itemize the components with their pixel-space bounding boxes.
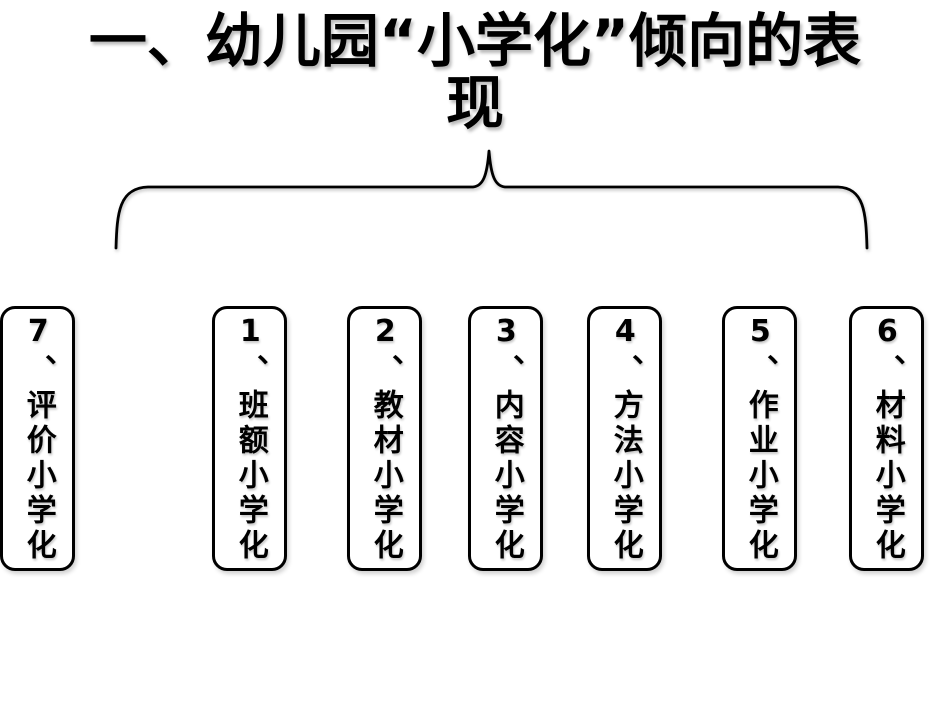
- item-box-4-label: 4、方法小学化: [607, 314, 643, 564]
- title-line-2: 现: [445, 69, 504, 137]
- slide-title: 一、幼儿园“小学化”倾向的表 现: [0, 10, 950, 134]
- item-box-6-label: 6、材料小学化: [869, 314, 905, 564]
- item-box-3-label: 3、内容小学化: [488, 314, 524, 564]
- item-box-2: 2、教材小学化: [347, 306, 422, 571]
- item-box-5: 5、作业小学化: [722, 306, 797, 571]
- item-box-6: 6、材料小学化: [849, 306, 924, 571]
- curly-brace-path: [114, 149, 869, 250]
- item-box-1: 1、班额小学化: [212, 306, 287, 571]
- item-box-1-label: 1、班额小学化: [232, 314, 268, 564]
- item-box-3: 3、内容小学化: [468, 306, 543, 571]
- item-box-5-label: 5、作业小学化: [742, 314, 778, 564]
- item-box-7: 7、评价小学化: [0, 306, 75, 571]
- item-box-4: 4、方法小学化: [587, 306, 662, 571]
- item-box-2-label: 2、教材小学化: [367, 314, 403, 564]
- title-line-1: 一、幼儿园“小学化”倾向的表: [88, 7, 862, 75]
- item-box-7-label: 7、评价小学化: [20, 314, 56, 564]
